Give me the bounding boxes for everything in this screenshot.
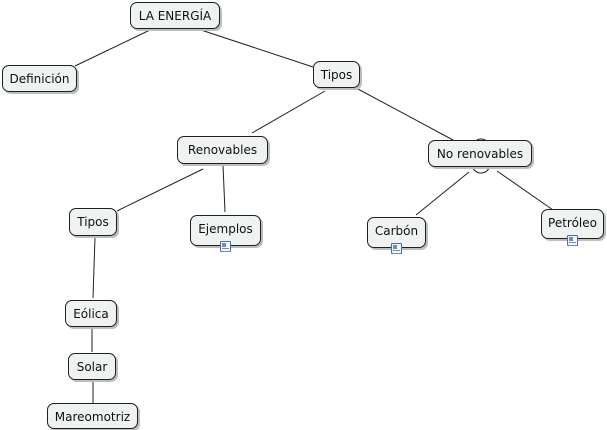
document-icon[interactable]	[391, 243, 402, 254]
link-root-tipos	[197, 28, 314, 68]
link-renovables-ejemplos	[222, 164, 226, 213]
concept-ejemplos[interactable]: Ejemplos	[190, 215, 261, 246]
concept-tipos-renovables[interactable]: Tipos	[69, 208, 117, 236]
concept-solar[interactable]: Solar	[68, 353, 116, 380]
link-root-definicion	[74, 29, 151, 67]
concept-definicion[interactable]: Definición	[2, 65, 77, 92]
link-tipos-renovables	[251, 90, 326, 134]
concept-renovables[interactable]: Renovables	[177, 136, 268, 164]
concept-eolica[interactable]: Eólica	[65, 300, 117, 327]
concept-la-energia[interactable]: LA ENERGÍA	[130, 2, 220, 29]
document-icon[interactable]	[567, 235, 578, 246]
link-tipos-eolica	[92, 236, 96, 299]
concept-tipos[interactable]: Tipos	[313, 61, 360, 88]
collapse-circle-icon-lower	[471, 163, 491, 174]
concept-no-renovables[interactable]: No renovables	[428, 140, 532, 167]
link-renovables-tipos	[116, 168, 204, 212]
link-norenovables-petroleo	[496, 170, 554, 211]
concept-mareomotriz[interactable]: Mareomotriz	[47, 403, 138, 429]
document-icon[interactable]	[220, 241, 231, 252]
link-norenovables-carbon	[415, 171, 470, 216]
link-tipos-norenovables	[357, 88, 454, 141]
